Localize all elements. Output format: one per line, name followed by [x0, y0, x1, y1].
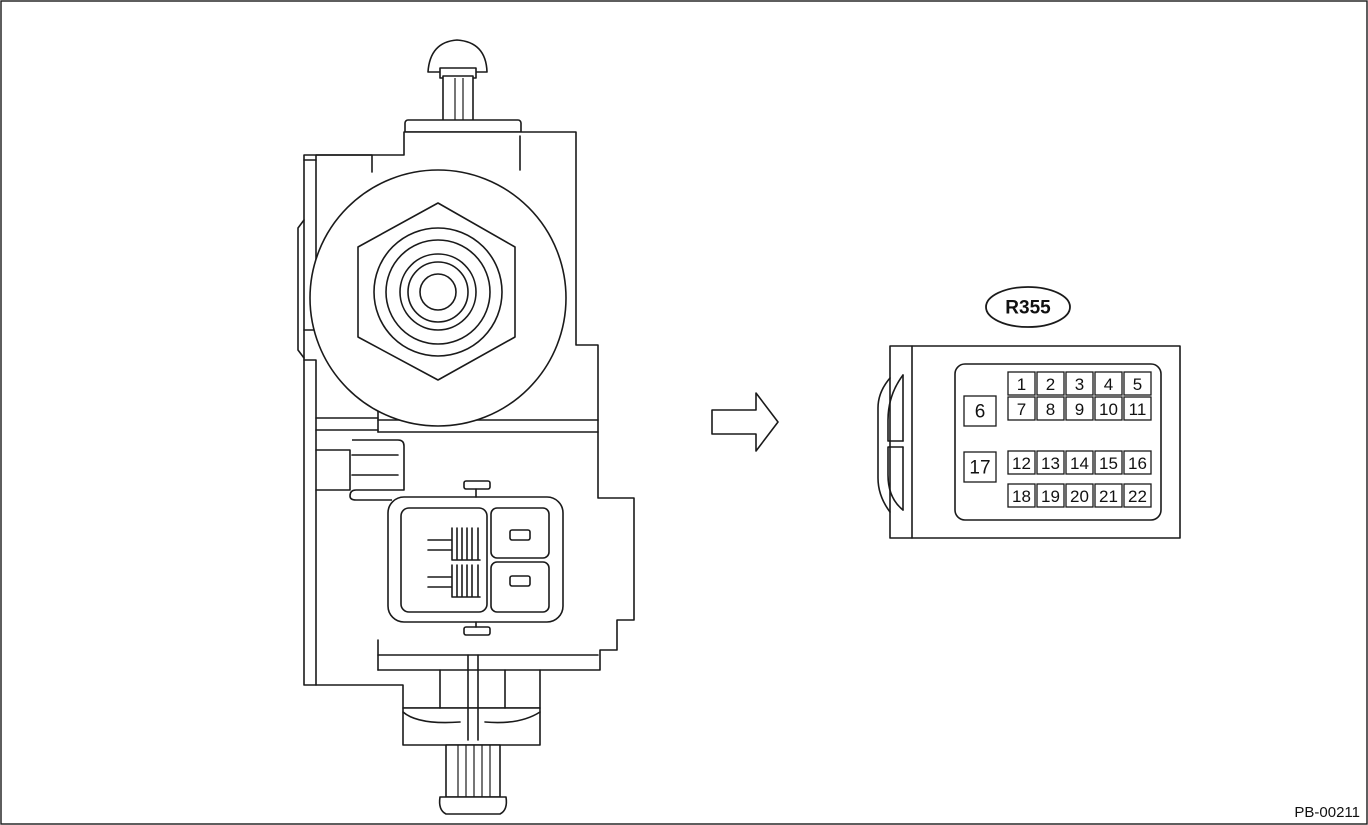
- pin-label: 18: [1012, 487, 1031, 506]
- pin-cell: [1065, 450, 1094, 475]
- pin-label: 20: [1070, 487, 1089, 506]
- pin-label: 9: [1075, 400, 1084, 419]
- figure-code: PB-00211: [1294, 804, 1360, 821]
- pin-cell: [1007, 483, 1036, 508]
- pin-label: 8: [1046, 400, 1055, 419]
- pin-cell: [963, 451, 997, 483]
- pin-cell: [1007, 371, 1036, 396]
- pin-cell: [1094, 396, 1123, 421]
- pin-label: 17: [969, 458, 990, 479]
- pin-label: 16: [1128, 454, 1147, 473]
- pin-label: 5: [1133, 375, 1142, 394]
- pin-cell: [1065, 483, 1094, 508]
- pin-cell: [1036, 396, 1065, 421]
- pin-label: 10: [1099, 400, 1118, 419]
- pin-label: 15: [1099, 454, 1118, 473]
- pin-label: 4: [1104, 375, 1113, 394]
- pin-label: 1: [1017, 375, 1026, 394]
- pin-cell: [1123, 483, 1152, 508]
- pin-label: 7: [1017, 400, 1026, 419]
- pin-cell: [1094, 450, 1123, 475]
- pin-cell: [1036, 483, 1065, 508]
- pin-label: 22: [1128, 487, 1147, 506]
- pin-label: 3: [1075, 375, 1084, 394]
- pin-cell: [1065, 371, 1094, 396]
- right-arrow-icon: [711, 392, 779, 452]
- pin-cell: [1123, 396, 1152, 421]
- pin-cell: [1094, 483, 1123, 508]
- pin-label: 2: [1046, 375, 1055, 394]
- pin-cell: [1007, 396, 1036, 421]
- pin-label: 14: [1070, 454, 1089, 473]
- pin-cell: [1123, 450, 1152, 475]
- pin-label: 19: [1041, 487, 1060, 506]
- component-illustration: [297, 39, 635, 815]
- pin-cell: [963, 395, 997, 427]
- pin-label: 6: [975, 402, 986, 423]
- pin-cell: [1036, 450, 1065, 475]
- pin-cell: [1065, 396, 1094, 421]
- pin-cell: [1094, 371, 1123, 396]
- pin-cell: [1007, 450, 1036, 475]
- connector-id: R355: [1005, 298, 1051, 319]
- connector-id-badge: [985, 286, 1071, 328]
- pin-label: 11: [1129, 400, 1147, 419]
- pin-cell: [1036, 371, 1065, 396]
- pin-label: 12: [1012, 454, 1031, 473]
- pin-label: 21: [1099, 487, 1118, 506]
- pin-label: 13: [1041, 454, 1060, 473]
- pin-cell: [1123, 371, 1152, 396]
